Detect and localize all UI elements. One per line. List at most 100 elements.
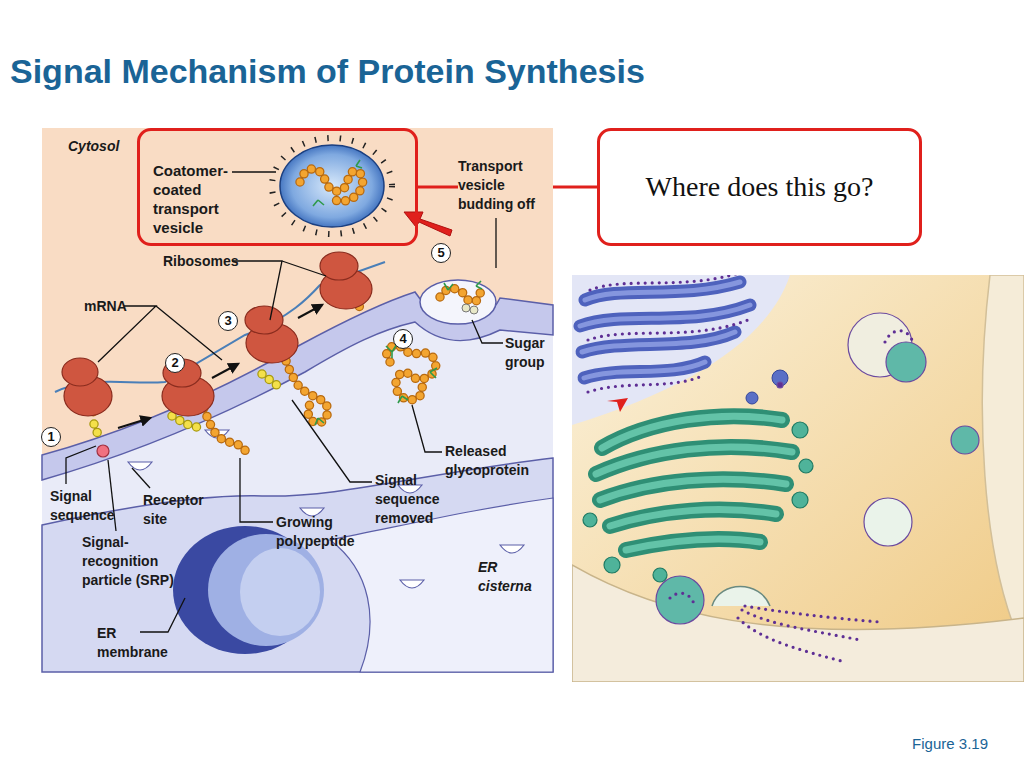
part-label: Signal sequence removed [375,471,455,528]
step-arrows [118,418,150,428]
red-pointer-arrow [404,212,452,236]
golgi-illustration [600,479,786,500]
coated-vesicle [272,138,392,234]
part-label: Sugar group [505,334,553,372]
golgi-illustration [582,332,735,352]
polypeptide-chains [97,445,109,457]
golgi-illustration [792,422,808,438]
golgi-illustration [626,539,760,550]
sugar-groups [476,281,482,289]
polypeptide-chains [94,424,100,440]
golgi-illustration [585,282,740,300]
leader-lines [66,172,503,632]
part-label: Receptor site [143,491,223,529]
golgi-illustration [745,606,880,622]
step-arrows [298,305,322,318]
golgi-illustration [572,565,1024,682]
polypeptide-chains [262,374,278,386]
region-label: ER cisterna [478,558,550,596]
golgi-illustration [656,313,979,624]
golgi-illustration [580,305,750,326]
er-illustration [55,262,385,392]
leader-lines [232,261,326,320]
coated-vesicle [280,145,384,227]
golgi-illustration [604,557,620,573]
er-illustration [42,128,553,672]
golgi-illustration [580,275,750,392]
golgi-illustration [799,459,813,473]
leader-lines [495,218,496,268]
callout-number: 3 [218,311,238,331]
part-label: Growing polypeptide [276,513,376,551]
sugar-groups [430,368,437,378]
part-label: mRNA [84,297,127,316]
leader-lines [98,306,222,362]
leader-lines [472,320,503,343]
ribosomes [245,306,283,334]
box-text: Where does this go? [634,170,886,204]
polypeptide-chains [462,304,470,312]
polypeptide-chains [470,306,478,314]
er-illustration [330,498,553,672]
golgi-illustration [886,342,926,382]
leader-lines [66,446,96,484]
golgi-illustration [777,382,783,388]
golgi-illustration [885,331,912,342]
leader-lines [412,405,442,452]
polypeptide-chains [172,416,200,428]
callout-box: Where does this go? [597,128,922,246]
golgi-illustration [583,422,813,582]
step-arrows [118,305,322,428]
part-label: Signal-recognition particle (SRP) [82,533,177,590]
leader-lines [232,171,276,172]
part-label: Signal sequence [50,487,130,525]
golgi-illustration [738,618,845,662]
golgi-illustration [600,479,786,500]
sugar-groups [315,418,324,425]
er-illustration [42,458,553,672]
polypeptide-chains [94,424,100,440]
golgi-illustration [982,275,1024,650]
region-label: Cytosol [68,137,119,156]
golgi-illustration [583,513,597,527]
golgi-illustration [596,447,792,474]
golgi-illustration [588,376,702,392]
part-label: Transport vesicle budding off [458,157,553,214]
coated-vesicle [300,169,363,201]
golgi-illustration [610,510,776,526]
polypeptide-chains [262,374,278,386]
page-title: Signal Mechanism of Protein Synthesis [10,52,645,91]
leader-lines [292,400,372,482]
polypeptide-chains [387,346,436,400]
polypeptide-chains [92,272,480,457]
leader-lines [140,598,185,632]
step-arrows [212,364,238,378]
golgi-illustration [656,576,704,624]
golgi-illustration [584,362,705,378]
coated-vesicle [300,169,363,201]
golgi-illustration [653,568,667,582]
callout-number: 2 [165,353,185,373]
highlight-box: Coatomer-coated transport vesicle [137,128,418,246]
golgi-illustration [588,320,748,340]
part-label: Released glycoprotein [445,442,549,480]
er-illustration [240,548,320,636]
part-label: ER membrane [97,624,179,662]
golgi-illustration [590,275,742,290]
golgi-illustration [626,539,760,550]
golgi-illustration [596,416,792,550]
er-illustration [208,534,324,646]
golgi-illustration [607,398,628,412]
golgi-illustration [572,275,1024,682]
sugar-groups [444,283,453,290]
golgi-illustration [792,492,808,508]
coated-vesicle [272,138,392,234]
red-pointer-arrow [404,212,452,236]
golgi-illustration [584,362,705,378]
callout-number: 5 [431,243,451,263]
golgi-illustration [572,275,1024,682]
polypeptide-chains [440,289,480,302]
ribosomes [62,252,372,416]
golgi-illustration [712,587,770,607]
